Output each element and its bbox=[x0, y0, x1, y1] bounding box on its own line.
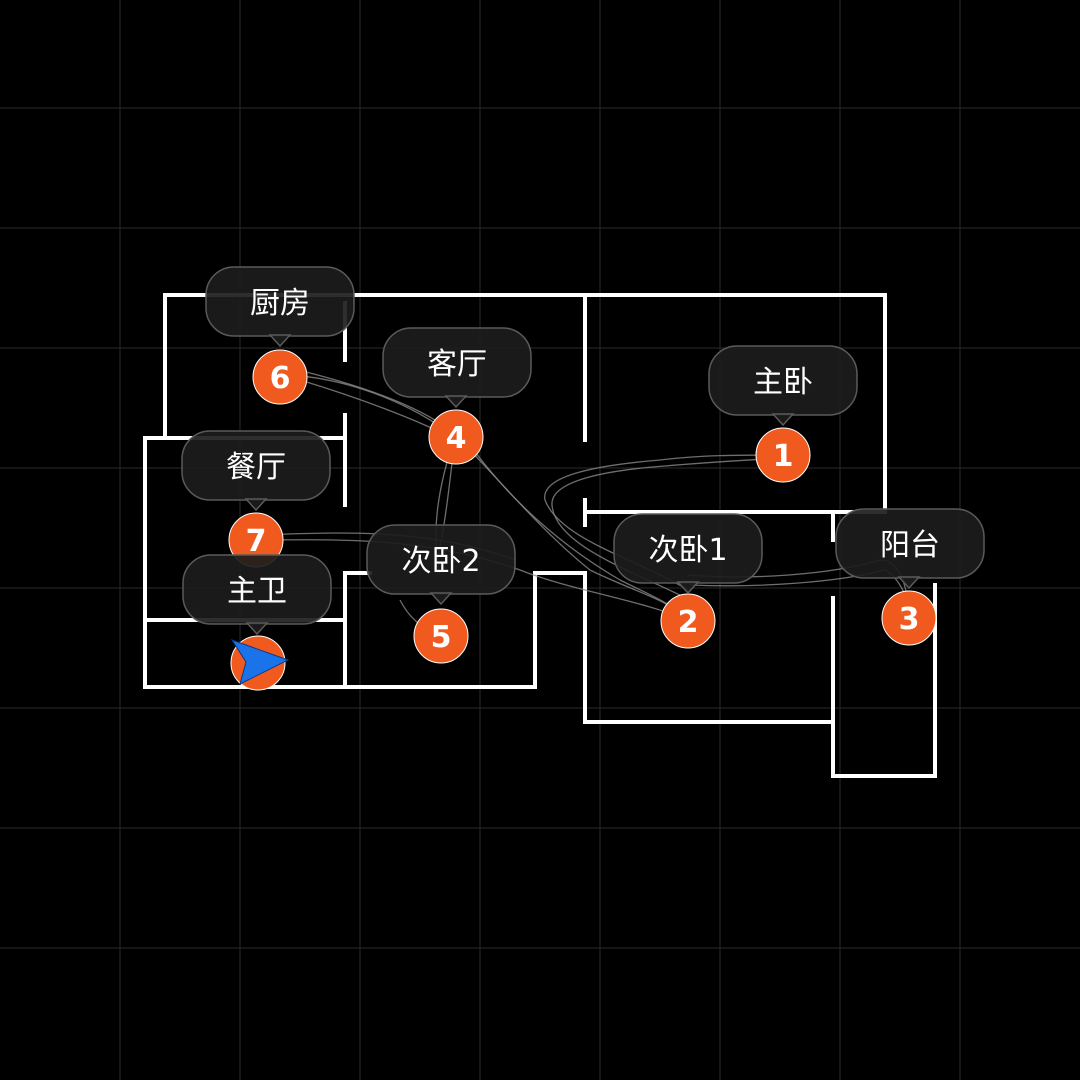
room-marker-dining-room[interactable]: 7 bbox=[228, 512, 284, 568]
room-label-text: 次卧2 bbox=[401, 544, 480, 579]
robot-position[interactable] bbox=[230, 635, 290, 691]
marker-circle bbox=[413, 608, 469, 664]
label-pointer bbox=[444, 395, 468, 409]
room-label-kitchen[interactable]: 厨房 bbox=[205, 266, 355, 348]
room-label-text: 主卫 bbox=[227, 574, 287, 609]
label-pointer bbox=[771, 413, 795, 427]
robot-position-arrow-icon bbox=[230, 639, 290, 685]
room-label-second-bedroom-1[interactable]: 次卧1 bbox=[613, 513, 763, 595]
marker-number: 5 bbox=[431, 620, 452, 655]
walls bbox=[143, 293, 937, 778]
marker-number: 7 bbox=[246, 524, 267, 559]
room-marker-living-room[interactable]: 4 bbox=[428, 409, 484, 465]
room-marker-kitchen[interactable]: 6 bbox=[252, 349, 308, 405]
marker-circle bbox=[428, 409, 484, 465]
room-label-text: 餐厅 bbox=[226, 450, 286, 485]
room-marker-second-bedroom-2[interactable]: 5 bbox=[413, 608, 469, 664]
marker-number: 2 bbox=[678, 605, 699, 640]
label-pointer bbox=[897, 576, 921, 590]
room-label-master-bedroom[interactable]: 主卧 bbox=[708, 345, 858, 427]
marker-circle bbox=[252, 349, 308, 405]
room-label-balcony[interactable]: 阳台 bbox=[835, 508, 985, 590]
room-label-text: 次卧1 bbox=[648, 533, 727, 568]
marker-number: 1 bbox=[773, 439, 794, 474]
room-label-text: 主卧 bbox=[753, 365, 813, 400]
room-label-second-bedroom-2[interactable]: 次卧2 bbox=[366, 524, 516, 606]
label-pointer bbox=[429, 592, 453, 606]
marker-number: 6 bbox=[270, 361, 291, 396]
label-pointer bbox=[245, 622, 269, 636]
label-pointer bbox=[676, 581, 700, 595]
room-label-text: 阳台 bbox=[880, 528, 940, 563]
marker-number: 3 bbox=[899, 602, 920, 637]
room-label-master-bathroom[interactable]: 主卫 bbox=[182, 554, 332, 636]
room-marker-master-bedroom[interactable]: 1 bbox=[755, 427, 811, 483]
room-marker-second-bedroom-1[interactable]: 2 bbox=[660, 593, 716, 649]
label-pointer bbox=[268, 334, 292, 348]
marker-circle bbox=[881, 590, 937, 646]
room-label-dining-room[interactable]: 餐厅 bbox=[181, 430, 331, 512]
label-pointer bbox=[244, 498, 268, 512]
room-label-text: 厨房 bbox=[250, 286, 310, 321]
room-label-living-room[interactable]: 客厅 bbox=[382, 327, 532, 409]
room-label-text: 客厅 bbox=[427, 347, 487, 382]
room-marker-balcony[interactable]: 3 bbox=[881, 590, 937, 646]
marker-number: 4 bbox=[446, 421, 467, 456]
marker-circle bbox=[755, 427, 811, 483]
